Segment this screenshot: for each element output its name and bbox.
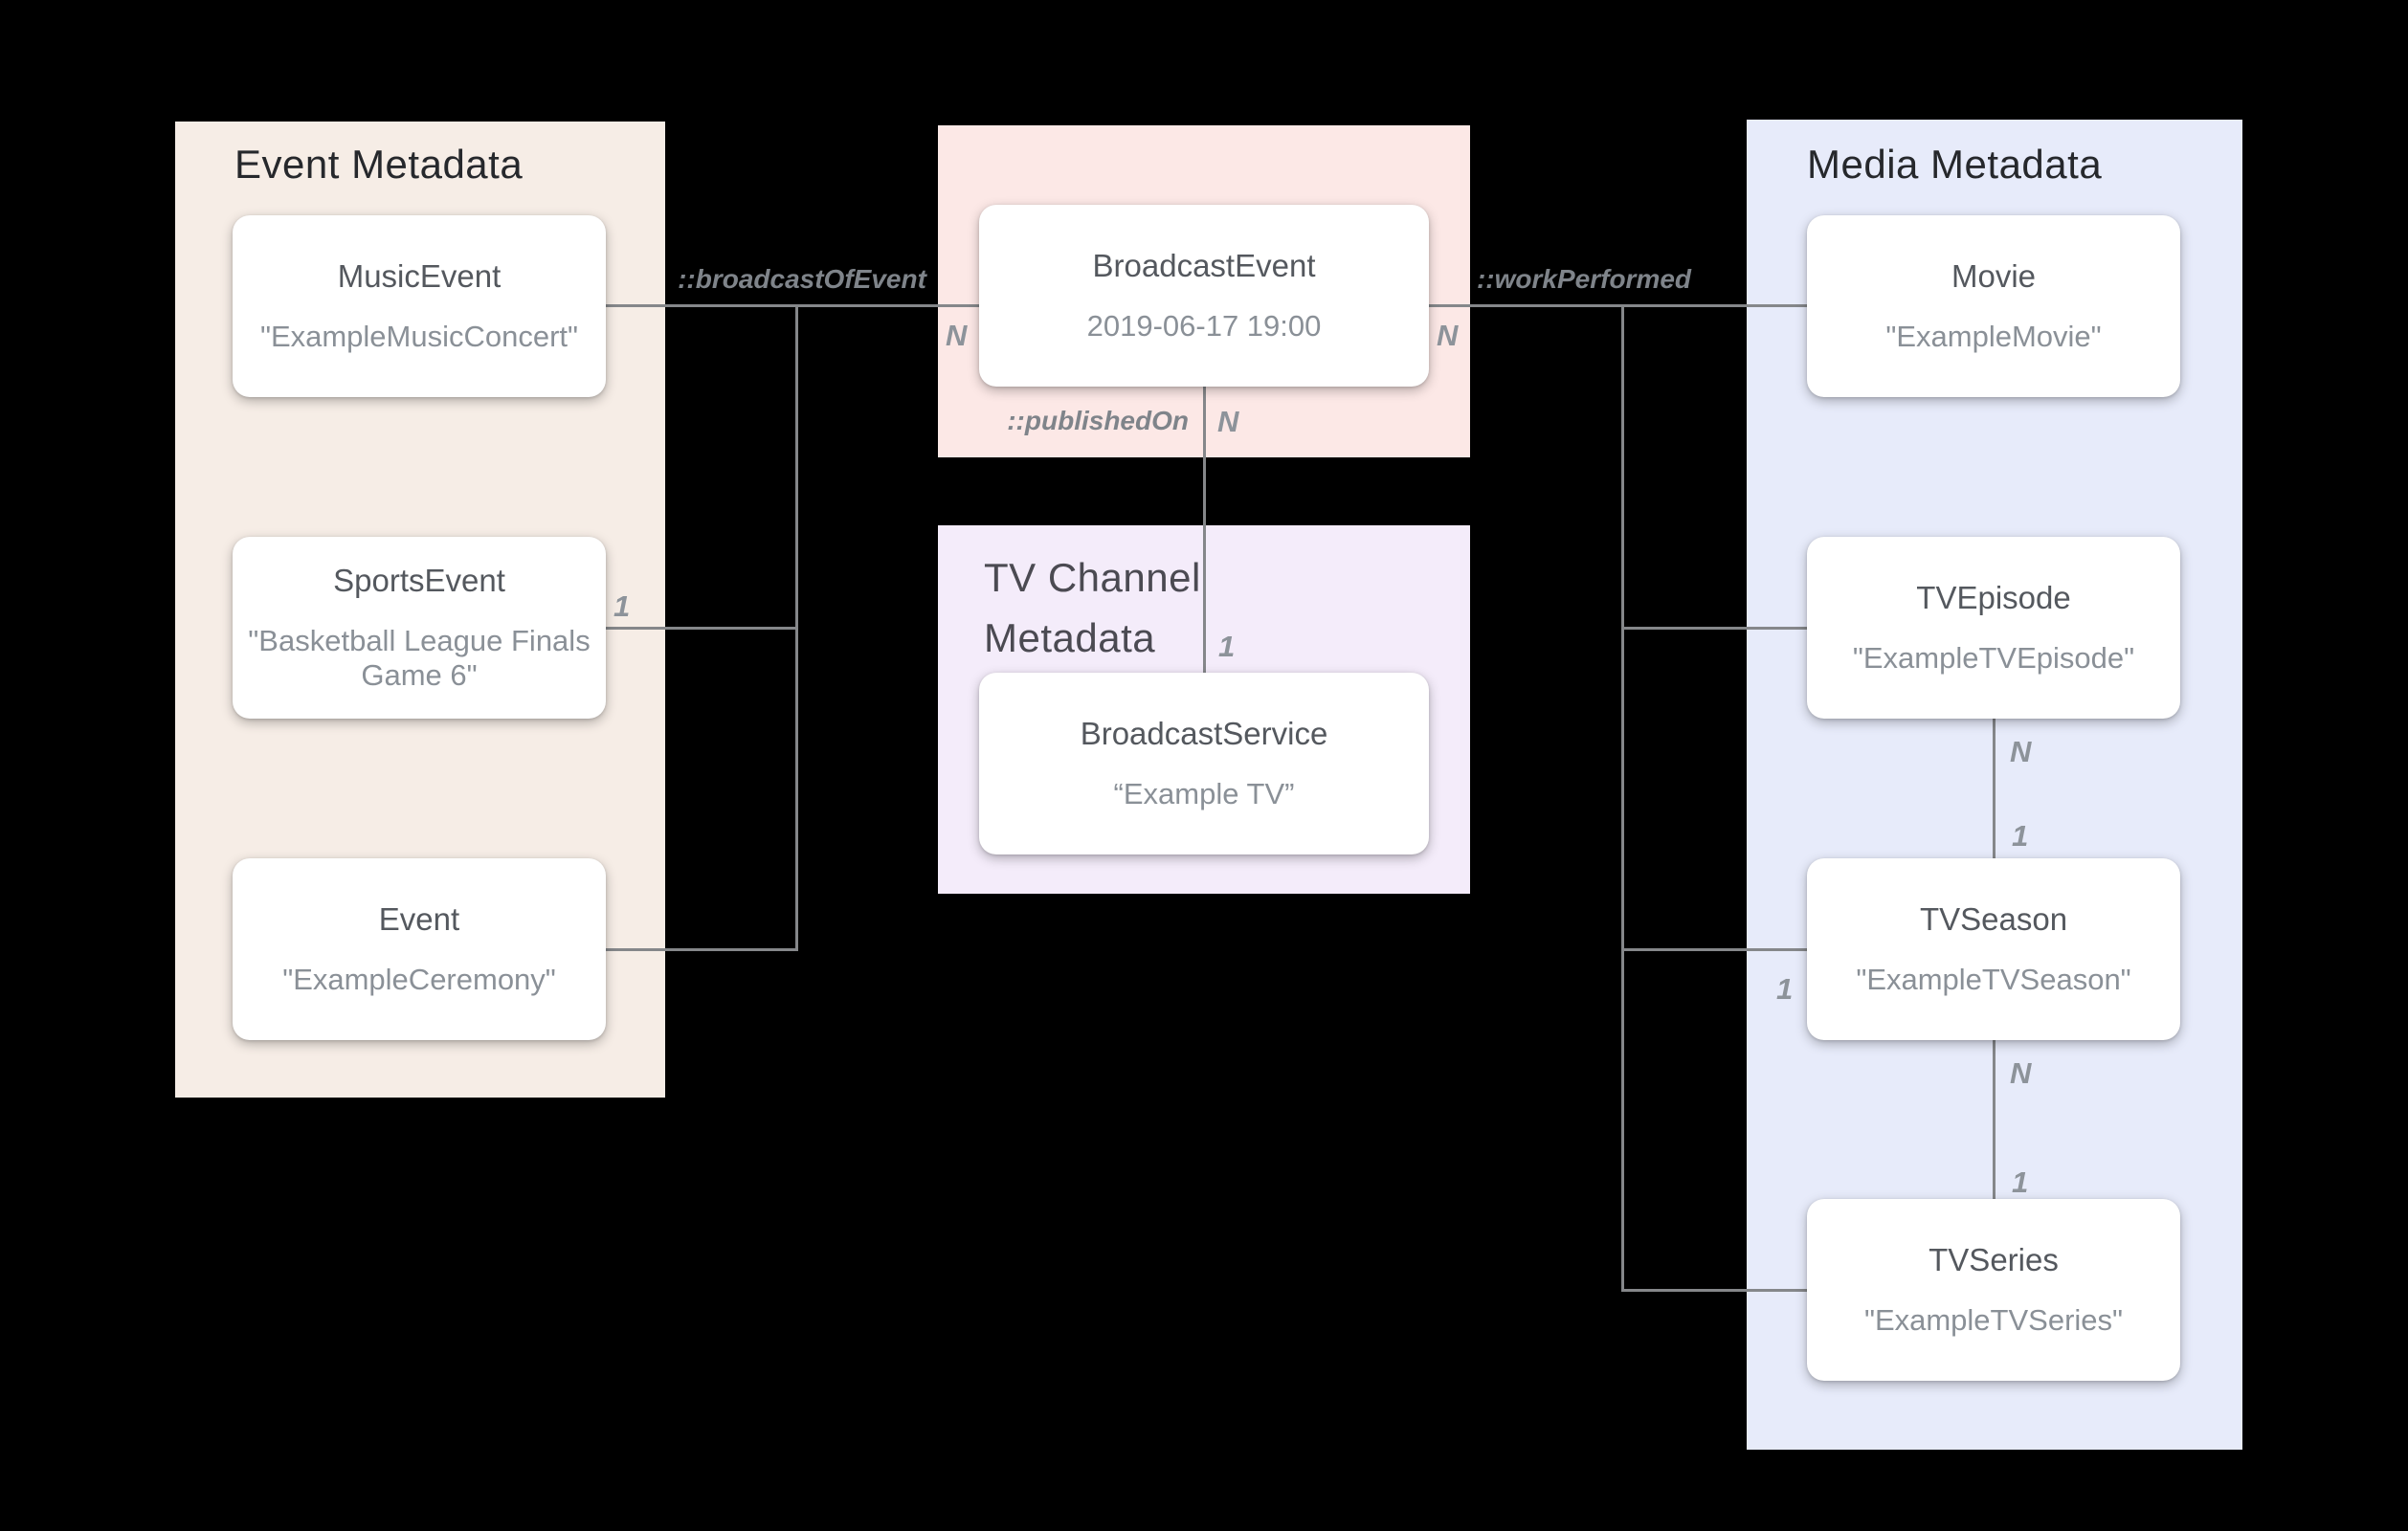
media-metadata-heading: Media Metadata — [1807, 142, 2103, 187]
card-subtitle: "ExampleTVSeason" — [1856, 963, 2131, 996]
connector-publishedon — [1203, 387, 1206, 673]
broadcast-of-event-label: ::broadcastOfEvent — [678, 264, 926, 294]
connector-musicevent-broadcastevent — [606, 304, 979, 307]
tv-episode-card: TVEpisode "ExampleTVEpisode" — [1807, 537, 2180, 719]
event-metadata-heading: Event Metadata — [234, 142, 524, 187]
cardinality-tvseason-left: 1 — [1776, 972, 1794, 1006]
music-event-card: MusicEvent "ExampleMusicConcert" — [233, 215, 606, 397]
cardinality-sportsevent: 1 — [613, 589, 631, 623]
cardinality-season-series-one: 1 — [2012, 1165, 2029, 1199]
card-subtitle: "ExampleMusicConcert" — [259, 320, 579, 353]
event-card: Event "ExampleCeremony" — [233, 858, 606, 1040]
tv-season-card: TVSeason "ExampleTVSeason" — [1807, 858, 2180, 1040]
card-subtitle: "ExampleMovie" — [1885, 320, 2102, 353]
card-subtitle: "ExampleCeremony" — [282, 963, 556, 996]
cardinality-publishedon-source: N — [1217, 405, 1239, 438]
card-subtitle: 2019-06-17 19:00 — [1086, 309, 1322, 343]
connector-right-branch — [1621, 304, 1624, 1292]
card-title: TVEpisode — [1916, 580, 2071, 615]
cardinality-season-series-many: N — [2010, 1056, 2032, 1090]
card-title: BroadcastEvent — [1092, 248, 1316, 283]
broadcast-event-card: BroadcastEvent 2019-06-17 19:00 — [979, 205, 1429, 387]
card-title: BroadcastService — [1080, 716, 1328, 751]
cardinality-publishedon-target: 1 — [1218, 630, 1236, 663]
sports-event-card: SportsEvent "Basketball League Finals Ga… — [233, 537, 606, 719]
movie-card: Movie "ExampleMovie" — [1807, 215, 2180, 397]
tv-series-card: TVSeries "ExampleTVSeries" — [1807, 1199, 2180, 1381]
card-subtitle: “Example TV” — [1113, 777, 1295, 810]
connector-tvseason-stub — [1621, 948, 1807, 951]
card-title: TVSeason — [1919, 901, 2068, 937]
connector-tvseason-tvseries — [1993, 1040, 1996, 1199]
connector-event-stub — [606, 948, 797, 951]
card-subtitle: "Basketball League Finals Game 6" — [248, 624, 591, 692]
connector-broadcastevent-movie — [1429, 304, 1807, 307]
cardinality-broadcastevent-left: N — [946, 319, 968, 352]
published-on-label: ::publishedOn — [1007, 406, 1189, 435]
cardinality-episode-season-many: N — [2010, 735, 2032, 768]
connector-tvseries-stub — [1621, 1289, 1807, 1292]
connector-sportsevent-stub — [606, 627, 797, 630]
cardinality-broadcastevent-right: N — [1437, 319, 1459, 352]
card-title: Event — [378, 901, 460, 937]
tv-channel-metadata-heading: TV Channel Metadata — [984, 555, 1201, 660]
card-subtitle: "ExampleTVEpisode" — [1852, 641, 2135, 675]
connector-tvepisode-tvseason — [1993, 719, 1996, 858]
card-subtitle: "ExampleTVSeries" — [1863, 1303, 2124, 1337]
card-title: Movie — [1951, 258, 2037, 294]
work-performed-label: ::workPerformed — [1476, 264, 1692, 294]
cardinality-episode-season-one: 1 — [2012, 819, 2029, 853]
connector-tvepisode-stub — [1621, 627, 1807, 630]
broadcast-service-card: BroadcastService “Example TV” — [979, 673, 1429, 854]
card-title: SportsEvent — [333, 563, 505, 598]
card-title: TVSeries — [1929, 1242, 2059, 1277]
card-title: MusicEvent — [337, 258, 502, 294]
